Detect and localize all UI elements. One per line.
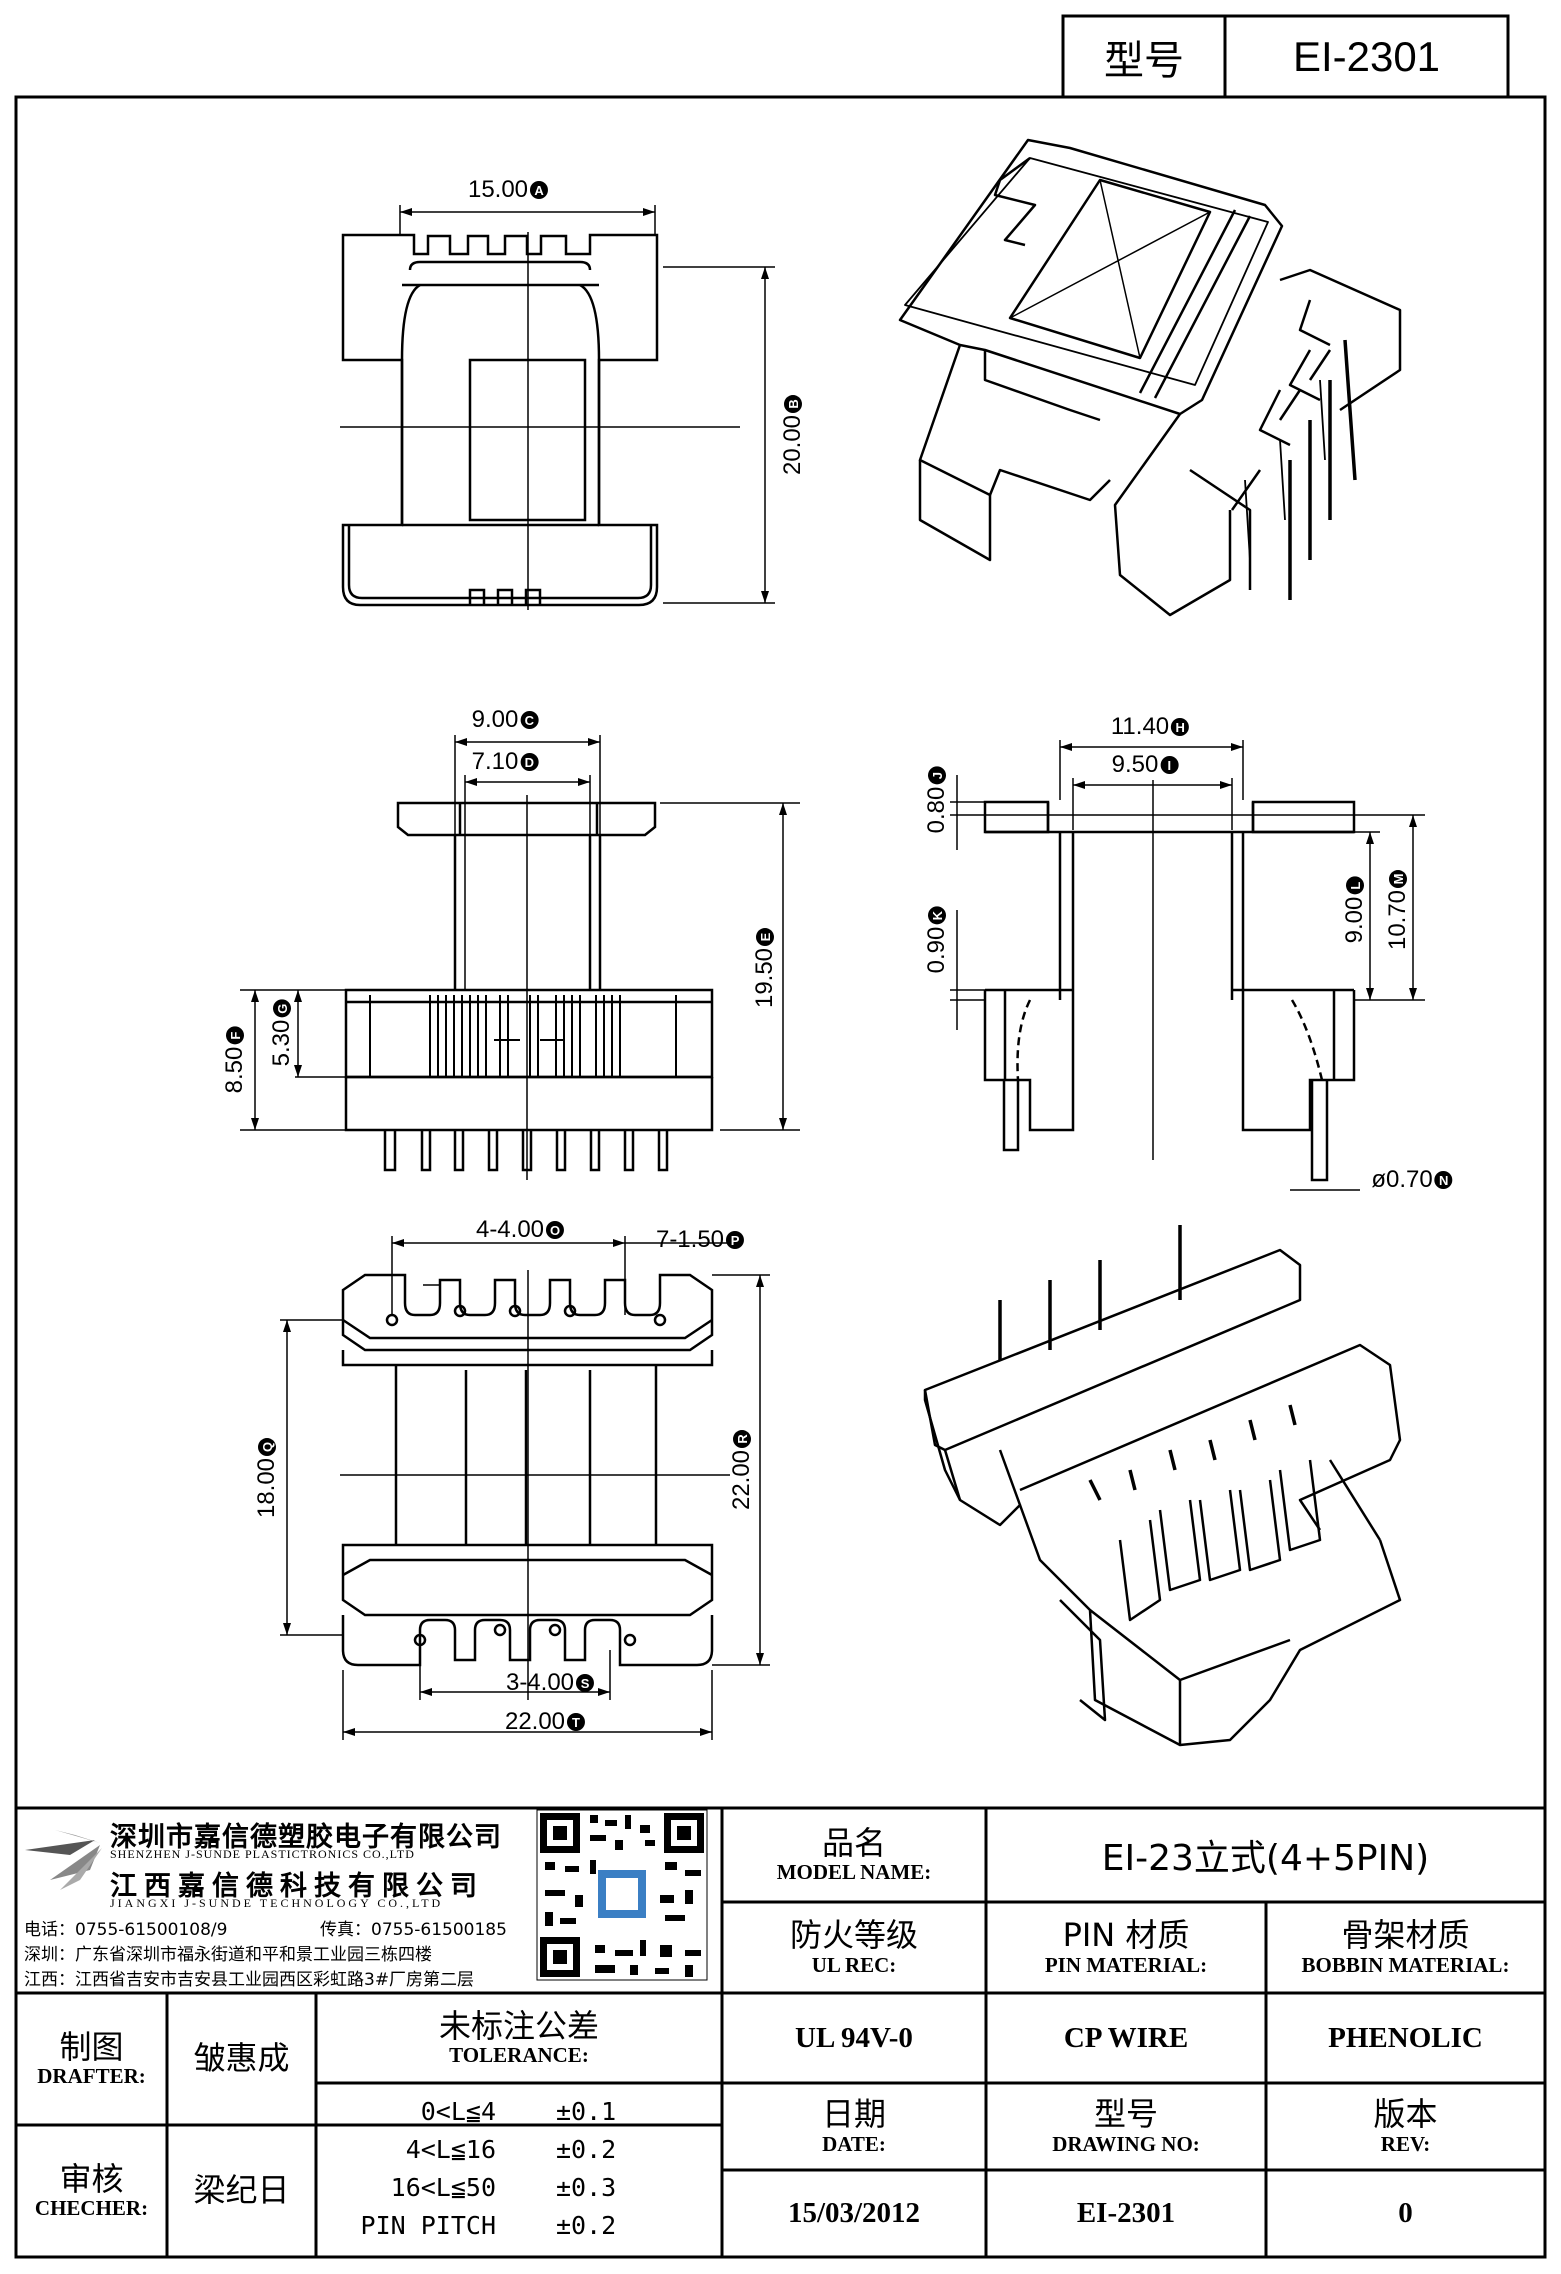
dimension-ref-marker: G	[273, 999, 291, 1018]
drafter-label: 制图 DRAFTER:	[37, 2027, 146, 2089]
company-tel: 电话：0755-61500108/9	[24, 1920, 228, 1940]
date-label: 日期 DATE:	[821, 2095, 886, 2156]
model-name-label: 品名 MODEL NAME:	[776, 1823, 932, 1885]
checker-label: 审核 CHECHER:	[34, 2159, 149, 2221]
dimension-ref-marker: M	[1389, 869, 1407, 888]
dimension-ref-marker: R	[733, 1429, 751, 1448]
tolerance-range: 4<L≦16	[405, 2135, 496, 2164]
dimension-ref-marker: A	[530, 181, 549, 199]
dimension-ref-marker: T	[567, 1713, 586, 1731]
bobbin-material-label: 骨架材质 BOBBIN MATERIAL:	[1301, 1916, 1510, 1977]
company-name-cn-1: 深圳市嘉信德塑胶电子有限公司	[110, 1822, 502, 1853]
company-fax: 传真：0755-61500185	[320, 1920, 507, 1940]
date-value: 15/03/2012	[787, 2197, 921, 2229]
pin-material-value: CP WIRE	[1063, 2021, 1189, 2054]
dimension-ref-marker: O	[546, 1221, 565, 1239]
dimension-ref-marker: K	[928, 906, 946, 925]
dimension-ref-marker: D	[520, 753, 539, 771]
sheet-border	[14, 95, 1547, 2259]
company-address-jiangxi: 江西：江西省吉安市吉安县工业园西区彩虹路3#厂房第二层	[24, 1970, 475, 1990]
bottom-view	[280, 1236, 770, 1740]
company-address-shenzhen: 深圳：广东省深圳市福永街道和平和景工业园三栋四楼	[24, 1945, 432, 1965]
bobbin-material-value: PHENOLIC	[1328, 2021, 1483, 2054]
ul-rec-value: UL 94V-0	[795, 2021, 913, 2054]
qr-code	[536, 1809, 708, 1981]
dimension-ref-marker: Q	[258, 1437, 276, 1456]
tolerance-value: ±0.2	[556, 2135, 617, 2164]
ul-rec-label: 防火等级 UL REC:	[789, 1916, 918, 1977]
model-name-value: EI-23立式(4+5PIN)	[1101, 1838, 1430, 1879]
dimension-ref-marker: J	[928, 766, 946, 785]
dimension-ref-marker: E	[756, 927, 774, 946]
dimension-ref-marker: I	[1160, 756, 1179, 774]
tolerance-row: 16<L≦50 ±0.3	[316, 2169, 722, 2207]
tolerance-row: 0<L≦4 ±0.1	[316, 2093, 722, 2131]
side-view	[950, 740, 1425, 1191]
checker-value: 梁纪日	[193, 2171, 290, 2210]
tolerance-value: ±0.2	[556, 2211, 617, 2240]
dimension-ref-marker: H	[1171, 718, 1190, 736]
isometric-view-top	[898, 138, 1402, 617]
isometric-view-bottom	[923, 1225, 1402, 1747]
tolerance-range: PIN PITCH	[360, 2211, 496, 2240]
pin-material-label: PIN 材质 PIN MATERIAL:	[1044, 1916, 1208, 1977]
dimension-ref-marker: F	[226, 1026, 244, 1045]
company-name-cn-2: 江西嘉信德科技有限公司	[110, 1871, 484, 1902]
rev-value: 0	[1398, 2197, 1413, 2229]
drafter-value: 皱惠成	[193, 2039, 290, 2078]
company-logo	[25, 1830, 102, 1890]
header-box	[1061, 14, 1510, 99]
dimension-ref-marker: L	[1346, 876, 1364, 895]
dimension-ref-marker: N	[1434, 1171, 1453, 1189]
drawing-no-label: 型号 DRAWING NO:	[1052, 2095, 1200, 2156]
header-label: 型号	[1104, 37, 1184, 84]
company-name-en-1: SHENZHEN J-SUNDE PLASTICTRONICS CO.,LTD	[110, 1847, 415, 1861]
dimension-ref-marker: S	[576, 1674, 595, 1692]
top-view	[340, 205, 775, 610]
rev-label: 版本 REV:	[1373, 2095, 1438, 2156]
front-view	[240, 735, 800, 1180]
tolerance-row: PIN PITCH ±0.2	[316, 2207, 722, 2245]
header-model: EI-2301	[1292, 32, 1441, 80]
tolerance-range: 16<L≦50	[390, 2173, 496, 2202]
company-name-en-2: JIANGXI J-SUNDE TECHNOLOGY CO.,LTD	[110, 1896, 444, 1910]
tolerance-value: ±0.3	[556, 2173, 617, 2202]
tolerance-value: ±0.1	[556, 2097, 617, 2126]
tolerance-row: 4<L≦16 ±0.2	[316, 2131, 722, 2169]
tolerance-label: 未标注公差 TOLERANCE:	[438, 2006, 599, 2068]
title-block-grid	[16, 1806, 1545, 2257]
dimension-ref-marker: P	[726, 1231, 745, 1249]
dimension-ref-marker: B	[784, 394, 802, 413]
tolerance-range: 0<L≦4	[420, 2097, 496, 2126]
dimension-ref-marker: C	[520, 711, 539, 729]
drawing-no-value: EI-2301	[1076, 2197, 1176, 2229]
